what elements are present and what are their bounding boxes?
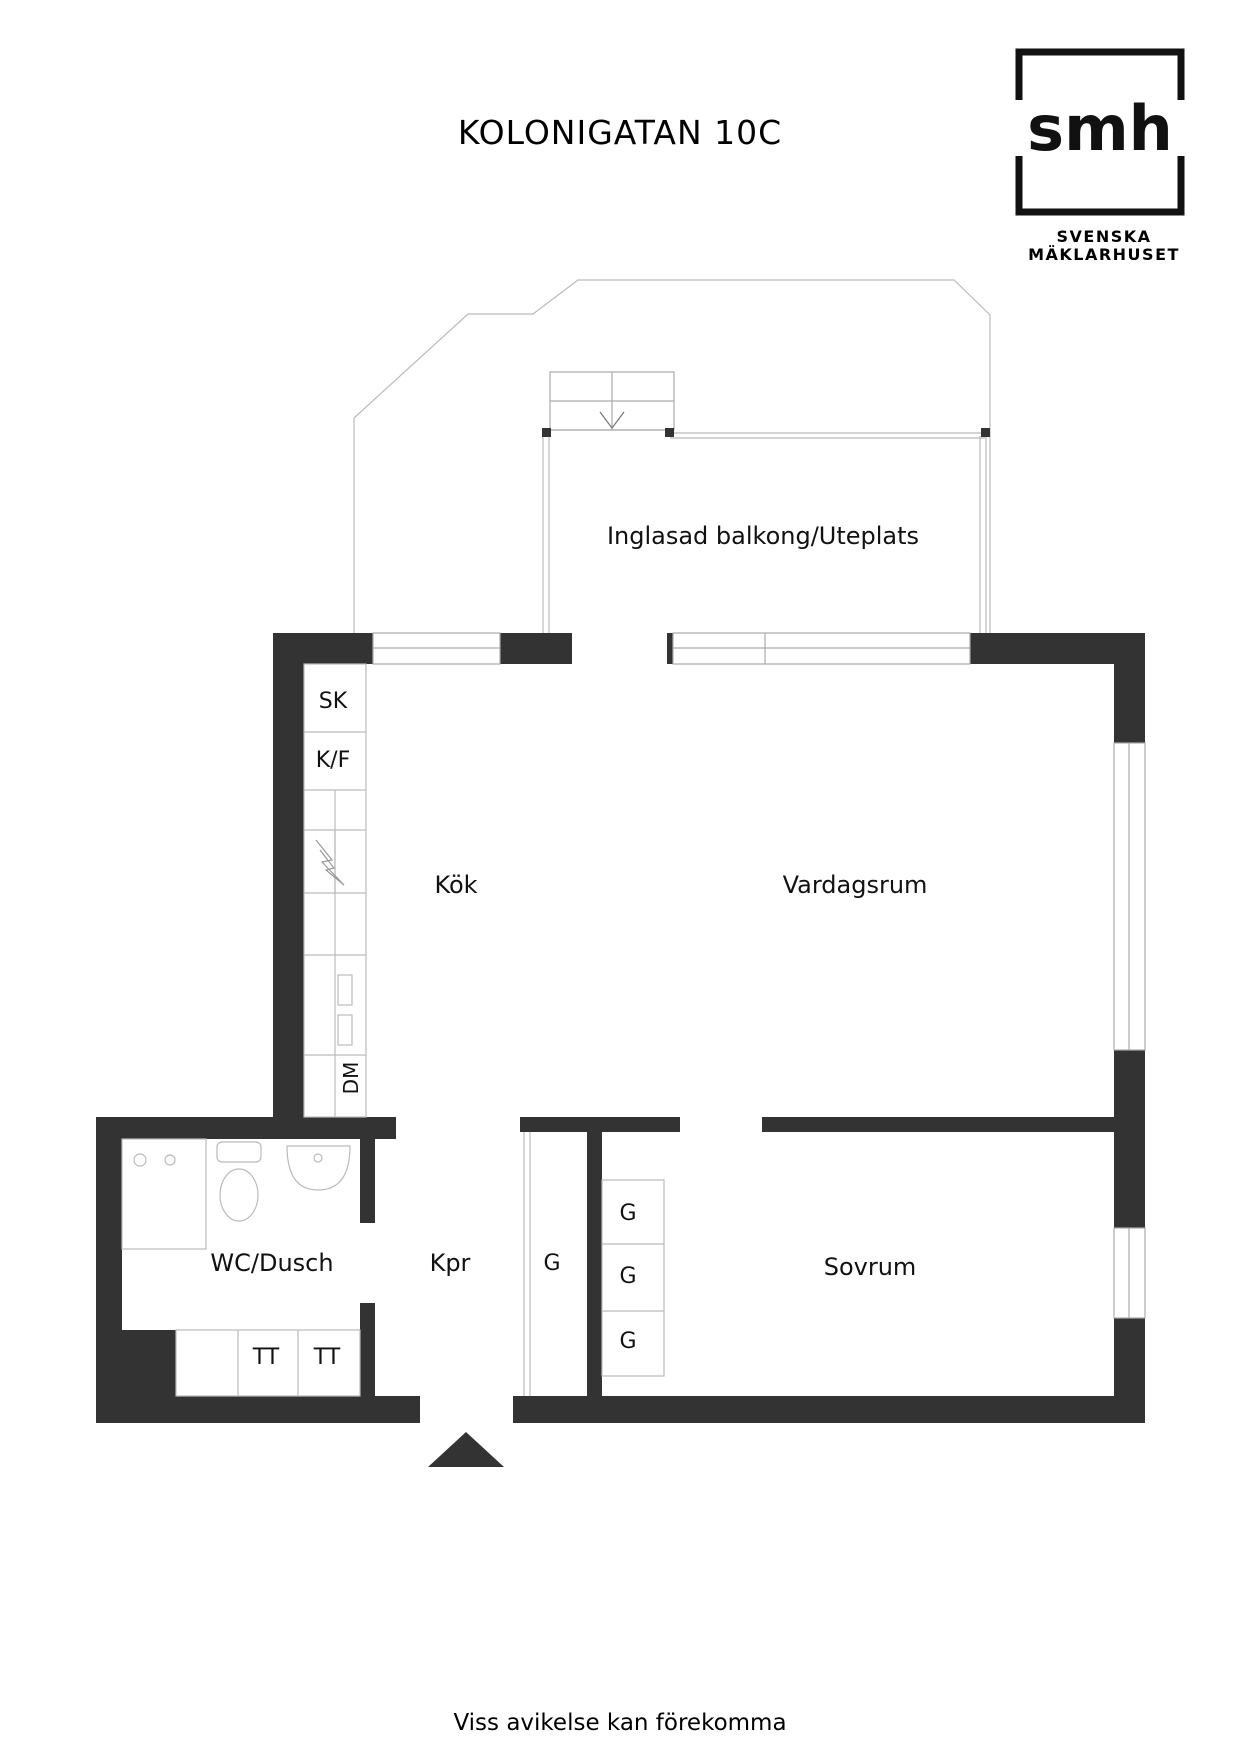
room-label-bath: WC/Dusch [210, 1249, 333, 1277]
logo-text-line2: MÄKLARHUSET [1028, 245, 1180, 264]
balcony-outline [353, 279, 991, 633]
bedroom-wardrobes [601, 1179, 665, 1377]
windows [372, 632, 1146, 1319]
fixture-label-kf: K/F [316, 748, 351, 773]
fixture-label-closet-bed-3: G [619, 1329, 636, 1354]
fixture-label-sk: SK [319, 689, 348, 714]
fixture-label-dm: DM [339, 1062, 363, 1095]
room-label-balcony: Inglasad balkong/Uteplats [607, 522, 919, 550]
room-label-hall: Kpr [430, 1249, 471, 1277]
fixture-label-closet-bed-1: G [619, 1201, 636, 1226]
walls [96, 633, 1145, 1423]
fixture-label-closet-hall: G [543, 1251, 560, 1276]
logo-mark: smh [1027, 92, 1173, 165]
entrance-arrow-icon [428, 1432, 504, 1467]
balcony-steps [549, 371, 675, 431]
room-label-bedroom: Sovrum [824, 1253, 917, 1281]
disclaimer: Viss avikelse kan förekomma [453, 1710, 787, 1736]
fixture-label-closet-bed-2: G [619, 1264, 636, 1289]
bathroom-fixtures [121, 1138, 361, 1397]
fixture-label-tt-2: TT [313, 1345, 341, 1370]
kitchen-counter [303, 663, 367, 1118]
fixture-label-tt-1: TT [252, 1345, 280, 1370]
hall-closet [523, 1132, 531, 1396]
plan-title: KOLONIGATAN 10C [457, 113, 783, 152]
room-label-kitchen: Kök [434, 871, 477, 899]
logo-text-line1: SVENSKA [1056, 227, 1152, 246]
smh-logo: smh [1005, 48, 1195, 216]
room-label-living: Vardagsrum [783, 871, 928, 899]
